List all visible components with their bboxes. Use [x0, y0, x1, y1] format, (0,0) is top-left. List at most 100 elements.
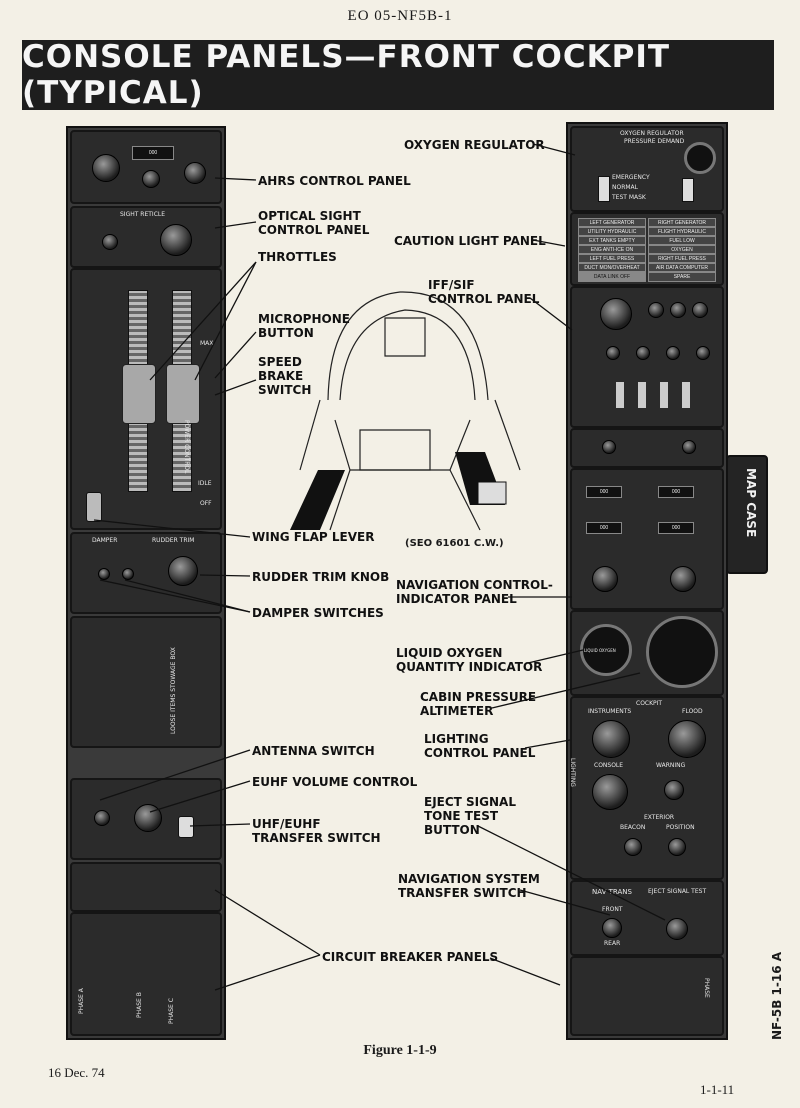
- leader-line: [93, 519, 251, 538]
- iff-code-knob-3[interactable]: [666, 346, 680, 360]
- liquid-oxygen-quantity-indicator: [580, 624, 632, 676]
- leader-line: [214, 331, 257, 379]
- console-light-knob[interactable]: [592, 774, 628, 810]
- leader-line: [532, 239, 566, 247]
- oxygen-regulator-label: OXYGEN REGULATOR: [620, 130, 684, 137]
- instruments-label: INSTRUMENTS: [588, 708, 632, 715]
- console-label: CONSOLE: [594, 762, 624, 769]
- instruments-light-knob[interactable]: [592, 720, 630, 758]
- caution-light: LEFT FUEL PRESS: [578, 254, 646, 263]
- map-case[interactable]: [726, 455, 768, 574]
- leader-line: [99, 749, 251, 801]
- callout-euhf-volume: EUHF VOLUME CONTROL: [252, 775, 418, 789]
- callout-line: CONTROL PANEL: [258, 223, 370, 237]
- iff-mode-knob-3[interactable]: [692, 302, 708, 318]
- nav-system-transfer-switch[interactable]: [602, 918, 622, 938]
- uhf-euhf-transfer-switch[interactable]: [178, 816, 194, 838]
- callout-eject: EJECT SIGNAL TONE TEST BUTTON: [424, 795, 516, 837]
- iff-code-knob-1[interactable]: [606, 346, 620, 360]
- callout-line: BUTTON: [258, 326, 314, 340]
- oxygen-regulator-panel: OXYGEN REGULATOR PRESSURE DEMAND EMERGEN…: [570, 126, 724, 212]
- oxygen-mode-lever[interactable]: [598, 176, 610, 202]
- nav-readout-3: 000: [586, 522, 622, 534]
- beacon-switch[interactable]: [624, 838, 642, 856]
- callout-line: NAVIGATION SYSTEM: [398, 872, 540, 886]
- callout-line: INDICATOR PANEL: [396, 592, 517, 606]
- blank-panel: [570, 428, 724, 468]
- leader-line: [214, 177, 257, 181]
- callout-line: MICROPHONE: [258, 312, 350, 326]
- oxygen-supply-lever[interactable]: [682, 178, 694, 202]
- nav-select-knob[interactable]: [670, 566, 696, 592]
- leader-line: [532, 143, 576, 156]
- iff-code-knob-4[interactable]: [696, 346, 710, 360]
- leader-line: [477, 825, 666, 921]
- ahrs-mode-knob[interactable]: [92, 154, 120, 182]
- iff-switch-1[interactable]: [616, 382, 624, 408]
- cabin-pressure-altimeter: [646, 616, 718, 688]
- rear-label: REAR: [604, 940, 621, 947]
- ahrs-latitude-knob[interactable]: [184, 162, 206, 184]
- leader-line: [189, 823, 251, 827]
- caution-light: SPARE: [648, 272, 716, 282]
- cockpit-label: COCKPIT: [636, 700, 663, 707]
- right-throttle-grip[interactable]: [166, 364, 200, 424]
- nav-eject-panel: NAV TRANS EJECT SIGNAL TEST FRONT REAR: [570, 880, 724, 956]
- oxygen-pressure-gauge: [684, 142, 716, 174]
- leader-line: [491, 672, 641, 709]
- flood-light-knob[interactable]: [668, 720, 706, 758]
- beacon-label: BEACON: [620, 824, 646, 831]
- throttle-quadrant: POWER CONTROL MAX IDLE OFF: [70, 268, 222, 530]
- sight-prim-knob[interactable]: [102, 234, 118, 250]
- spare-switch-1[interactable]: [602, 440, 616, 454]
- leader-line: [214, 379, 257, 396]
- spare-switch-2[interactable]: [682, 440, 696, 454]
- iff-mode-knob-1[interactable]: [648, 302, 664, 318]
- caution-light: DATA LINK OFF: [578, 272, 646, 282]
- callout-cabin: CABIN PRESSURE ALTIMETER: [420, 690, 536, 718]
- damper-switch-1[interactable]: [98, 568, 110, 580]
- callout-caution: CAUTION LIGHT PANEL: [394, 234, 546, 248]
- eject-signal-tone-test-button[interactable]: [666, 918, 688, 940]
- liquid-oxygen-label: LIQUID OXYGEN: [584, 648, 616, 653]
- iff-switch-2[interactable]: [638, 382, 646, 408]
- callout-lighting: LIGHTING CONTROL PANEL: [424, 732, 535, 760]
- callout-line: BUTTON: [424, 823, 480, 837]
- iff-switch-4[interactable]: [682, 382, 690, 408]
- loose-items-stowage-box[interactable]: LOOSE ITEMS STOWAGE BOX: [70, 616, 222, 748]
- seo-note: (SEO 61601 C.W.): [405, 538, 504, 549]
- iff-code-knob-2[interactable]: [636, 346, 650, 360]
- caution-light: FLIGHT HYDRAULIC: [648, 227, 716, 236]
- page-number: 1-1-11: [700, 1082, 735, 1097]
- warning-light-switch[interactable]: [664, 780, 684, 800]
- normal-label: NORMAL: [612, 184, 639, 191]
- test-mask-label: TEST MASK: [612, 194, 646, 201]
- reticle-knob[interactable]: [160, 224, 192, 256]
- euhf-volume-knob[interactable]: [134, 804, 162, 832]
- leader-line: [99, 579, 251, 613]
- caution-light: AIR DATA COMPUTER: [648, 263, 716, 272]
- nav-readout-4: 000: [658, 522, 694, 534]
- wing-flap-lever[interactable]: [86, 492, 102, 522]
- iff-mode-knob-2[interactable]: [670, 302, 686, 318]
- nav-mode-knob[interactable]: [592, 566, 618, 592]
- position-light-switch[interactable]: [668, 838, 686, 856]
- caution-light: RIGHT GENERATOR: [648, 218, 716, 227]
- iff-switch-3[interactable]: [660, 382, 668, 408]
- damper-switch-2[interactable]: [122, 568, 134, 580]
- callout-rudder-trim: RUDDER TRIM KNOB: [252, 570, 390, 584]
- callout-oxygen: OXYGEN REGULATOR: [404, 138, 545, 152]
- leader-line: [214, 221, 257, 229]
- callout-line: CABIN PRESSURE: [420, 690, 537, 704]
- left-throttle-grip[interactable]: [122, 364, 156, 424]
- page-title: CONSOLE PANELS—FRONT COCKPIT (TYPICAL): [22, 39, 774, 111]
- sight-reticle-label: SIGHT RETICLE: [120, 211, 166, 218]
- callout-line: TRANSFER SWITCH: [252, 831, 381, 845]
- callout-ahrs: AHRS CONTROL PANEL: [258, 174, 411, 188]
- rudder-trim-knob[interactable]: [168, 556, 198, 586]
- iff-master-knob[interactable]: [600, 298, 632, 330]
- callout-line: BRAKE: [258, 369, 304, 383]
- caution-light: RIGHT FUEL PRESS: [648, 254, 716, 263]
- antenna-switch[interactable]: [94, 810, 110, 826]
- ahrs-heading-knob[interactable]: [142, 170, 160, 188]
